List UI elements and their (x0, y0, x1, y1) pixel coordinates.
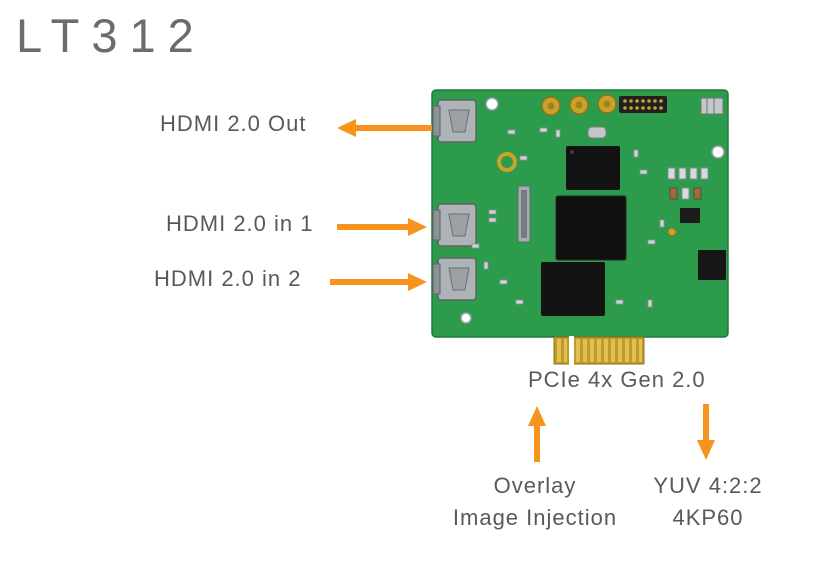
overlay-label-line2: Image Injection (452, 505, 618, 530)
chip-secondary (541, 262, 605, 316)
yuv-down-arrow-icon (697, 404, 715, 460)
overlay-label-line1: Overlay (493, 473, 577, 498)
pcie-edge-connector (553, 336, 645, 365)
test-point (497, 152, 517, 172)
chip-small (566, 146, 620, 190)
hdmi-out-label: HDMI 2.0 Out (160, 111, 307, 136)
hdmi-out-connector (432, 99, 477, 143)
yuv-label: YUV 4:2:2 4KP60 (642, 470, 774, 534)
mounting-holes (460, 97, 725, 324)
page-title: LT312 (16, 9, 206, 62)
yuv-label-line2: 4KP60 (672, 505, 744, 530)
pin-header (619, 96, 667, 113)
yuv-label-line1: YUV 4:2:2 (653, 473, 763, 498)
overlay-label: Overlay Image Injection (436, 470, 634, 534)
right-side-components (667, 97, 726, 280)
pcie-key-notch (569, 336, 574, 365)
hdmi-out-arrow-icon (337, 119, 432, 137)
passive-components (471, 127, 665, 308)
hdmi-in2-arrow-icon (330, 273, 427, 291)
overlay-up-arrow-icon (528, 406, 546, 462)
hdmi-in2-label: HDMI 2.0 in 2 (154, 266, 302, 291)
main-chip (555, 195, 627, 261)
standoff-screws (541, 94, 617, 116)
hdmi-in2-connector (432, 257, 477, 301)
hdmi-in1-arrow-icon (337, 218, 427, 236)
pcie-label: PCIe 4x Gen 2.0 (528, 367, 706, 392)
vertical-connector (517, 185, 531, 243)
hdmi-in1-connector (432, 203, 477, 247)
hdmi-in1-label: HDMI 2.0 in 1 (166, 211, 314, 236)
crystal (587, 126, 607, 139)
chip-pin1-dot (570, 150, 574, 154)
